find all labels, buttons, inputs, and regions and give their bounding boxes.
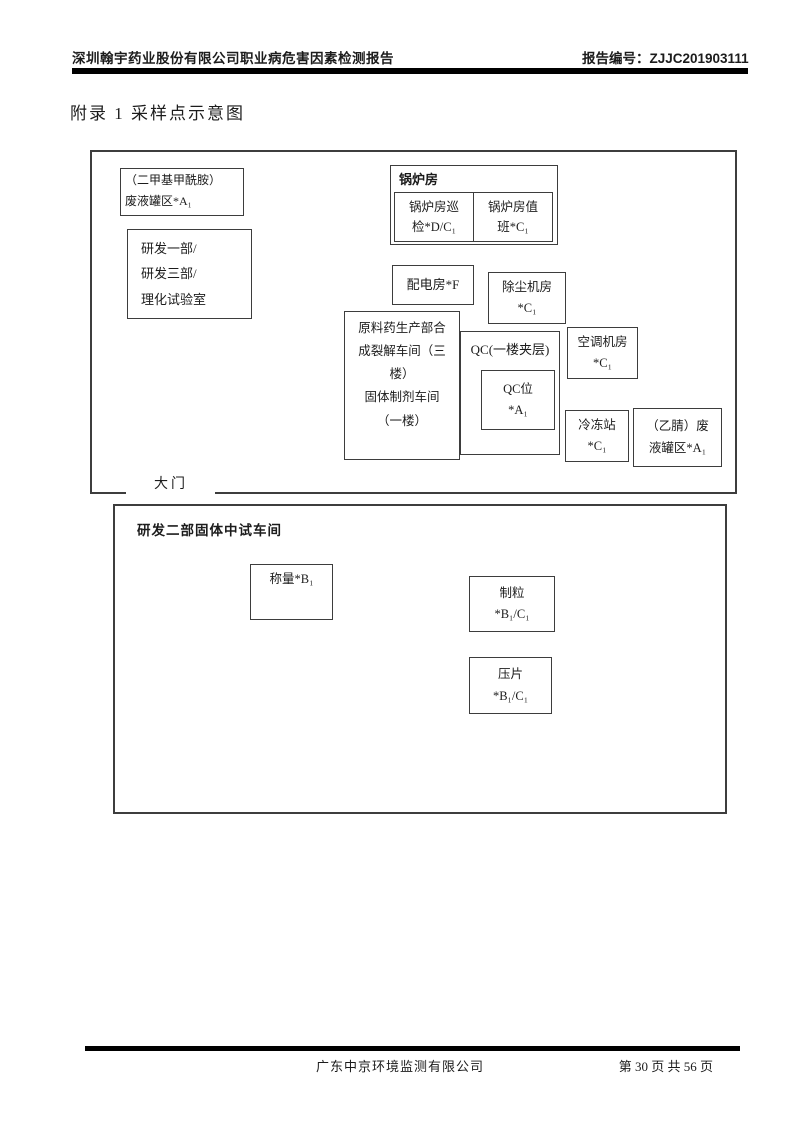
box-line: 固体制剂车间 [364,390,440,405]
box-line: 锅炉房值 [487,200,538,214]
boiler-room-title: 锅炉房 [399,172,439,187]
box-acn-waste-tank: （乙腈）废 液罐区*A₁ [633,408,722,467]
box-granulation: 制粒 *B₁/C₁ [469,576,555,632]
pilot-workshop-outline: 研发二部固体中试车间 称量*B₁ 制粒 *B₁/C₁ 压片 *B₁/C₁ [113,504,727,814]
box-boiler-duty: 锅炉房值 班*C₁ [473,193,552,241]
box-line: *B₁/C₁ [492,688,529,703]
box-line: 成裂解车间（三 [358,344,446,359]
box-weighing: 称量*B₁ [250,564,333,620]
box-line: 配电房*F [406,276,460,292]
qc-area-title: QC(一楼夹层) [470,342,550,357]
box-line: 称量*B₁ [269,572,314,586]
box-dust-room: 除尘机房 *C₁ [488,272,566,324]
box-line: QC位 [503,381,533,396]
box-line: 研发一部/ [141,241,197,256]
factory-area-outline: 大门 （二甲基甲酰胺） 废液罐区*A₁ 研发一部/ 研发三部/ 理化试验室 锅炉… [90,150,737,494]
box-line: 原料药生产部合 [358,321,446,335]
box-hvac-room: 空调机房 *C₁ [567,327,638,379]
box-line: （二甲基甲酰胺） [125,173,222,187]
box-line: 除尘机房 [501,279,552,294]
boiler-room-cells: 锅炉房巡 检*D/C₁ 锅炉房值 班*C₁ [394,192,553,242]
report-header-title: 深圳翰宇药业股份有限公司职业病危害因素检测报告 [72,51,394,66]
footer-rule [85,1046,740,1051]
box-line: 废液罐区*A₁ [125,194,192,208]
box-api-workshop: 原料药生产部合 成裂解车间（三 楼） 固体制剂车间 （一楼） [344,311,460,460]
box-power-room: 配电房*F [392,265,474,305]
box-line: *B₁/C₁ [494,607,530,621]
box-line: 锅炉房巡 [408,200,459,214]
box-line: 冷冻站 [578,417,616,432]
box-qc-spot: QC位 *A₁ [481,370,555,430]
box-line: 班*C₁ [497,220,529,234]
box-dmf-waste-tank: （二甲基甲酰胺） 废液罐区*A₁ [120,168,244,216]
box-line: 研发三部/ [141,266,197,282]
box-line: *C₁ [587,439,607,453]
report-number: 报告编号：ZJJC201903111 [582,51,749,66]
pilot-workshop-title: 研发二部固体中试车间 [137,523,282,538]
box-line: *A₁ [508,403,528,417]
box-boiler-patrol: 锅炉房巡 检*D/C₁ [395,193,473,241]
header-rule [72,68,748,74]
box-tableting: 压片 *B₁/C₁ [469,657,552,714]
footer-page-number: 第 30 页 共 56 页 [618,1059,713,1074]
box-freezer-station: 冷冻站 *C₁ [565,410,629,462]
factory-wall-segment-right [215,492,735,494]
box-line: （一楼） [376,413,427,428]
box-line: *C₁ [517,301,537,315]
box-line: *C₁ [593,356,612,370]
box-line: 检*D/C₁ [412,220,456,234]
appendix-title: 附录 1 采样点示意图 [70,104,245,123]
box-line: 理化试验室 [141,291,207,307]
box-line: 制粒 [499,585,525,600]
box-line: 楼） [389,367,415,382]
box-rd-labs: 研发一部/ 研发三部/ 理化试验室 [127,229,252,319]
box-line: 液罐区*A₁ [648,440,707,455]
factory-wall-segment-left [92,492,126,494]
footer-company: 广东中京环境监测有限公司 [315,1059,484,1074]
box-qc-area: QC(一楼夹层) QC位 *A₁ [460,331,560,455]
box-boiler-room: 锅炉房 锅炉房巡 检*D/C₁ 锅炉房值 班*C₁ [390,165,558,245]
box-line: 压片 [497,667,523,682]
gate-label: 大门 [154,477,188,492]
box-line: 空调机房 [577,334,628,349]
box-line: （乙腈）废 [646,419,709,434]
